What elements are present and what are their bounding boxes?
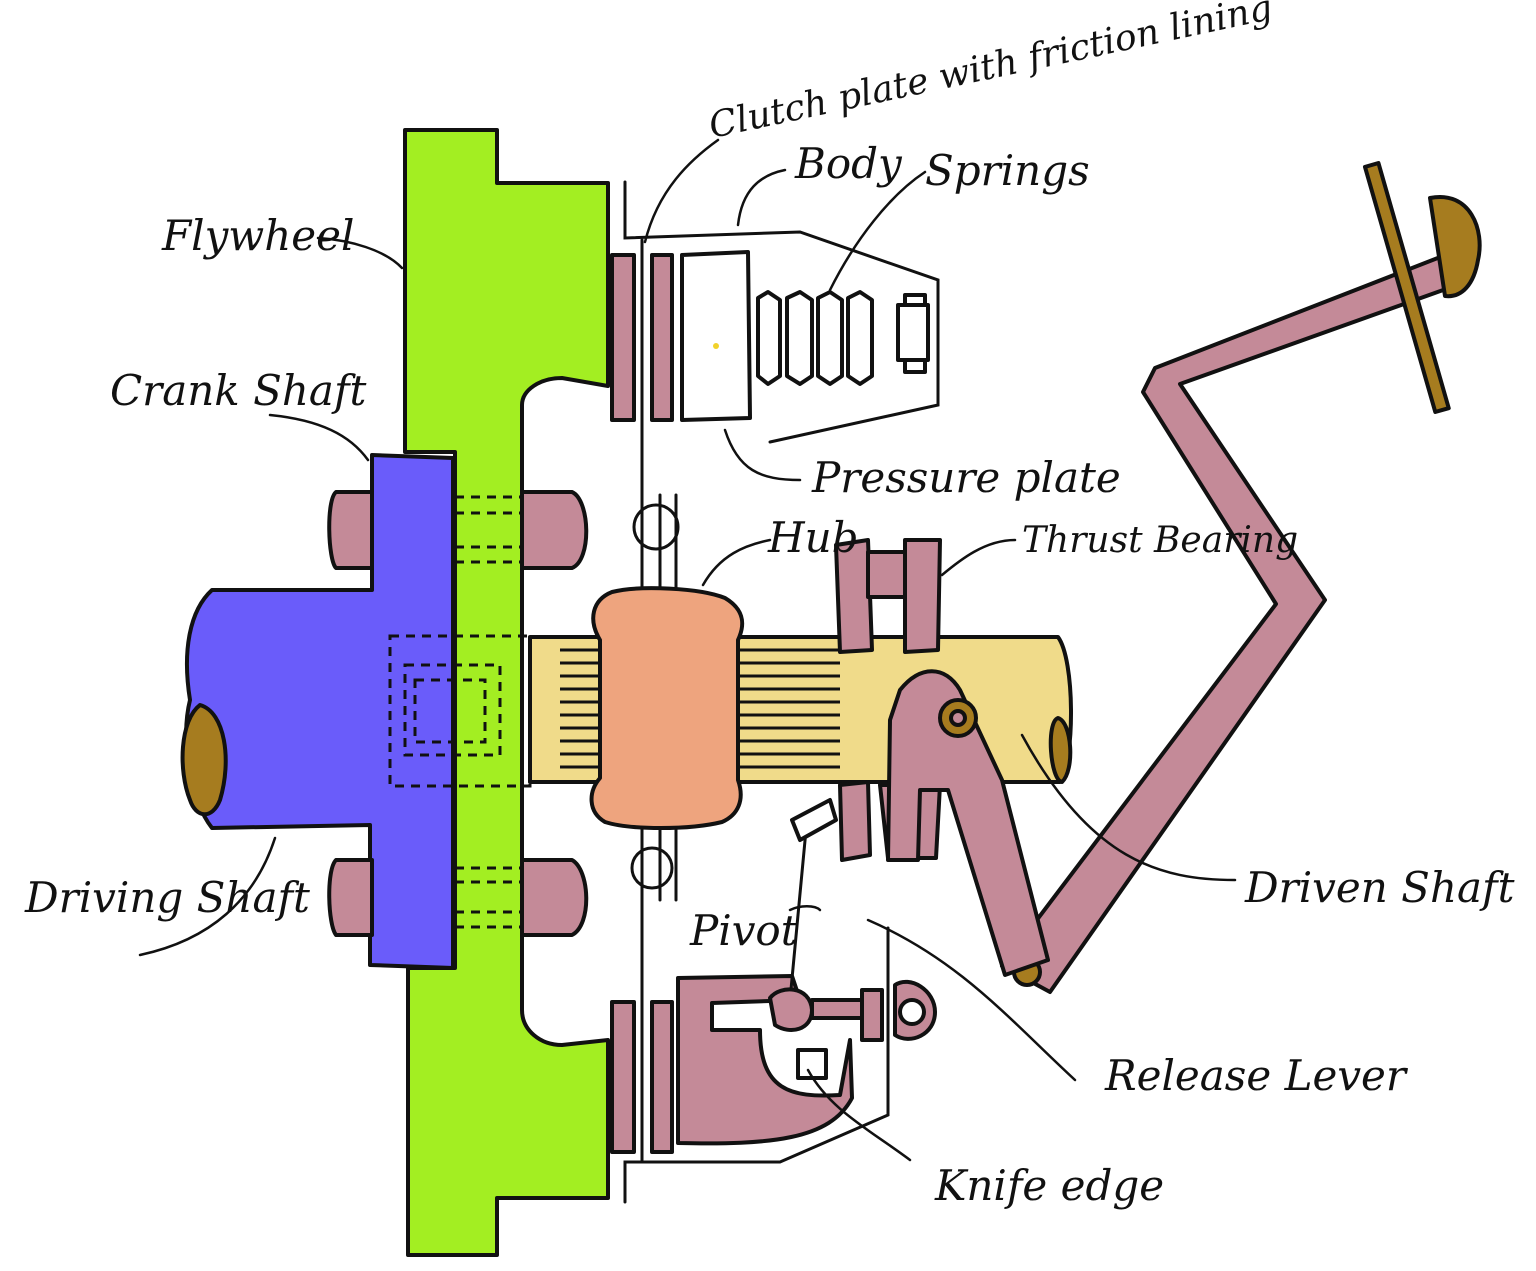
label-knife-edge: Knife edge <box>934 1161 1164 1210</box>
clutch-body-cover <box>623 180 940 444</box>
label-driving-shaft: Driving Shaft <box>24 873 310 922</box>
driving-shaft <box>184 453 455 970</box>
friction-lining-upper-left <box>610 253 636 422</box>
driven-shaft-end <box>1048 716 1073 784</box>
friction-lining-lower-right <box>650 1000 674 1154</box>
damper-spring-upper <box>632 503 680 551</box>
damper-spring-lower <box>630 846 674 890</box>
pressure-plate <box>680 250 752 422</box>
label-driven-shaft: Driven Shaft <box>1244 863 1515 912</box>
bolt-nut-lower-right <box>520 858 589 937</box>
release-lever-yoke <box>886 669 1050 977</box>
flywheel <box>403 128 610 1257</box>
bolt-head-upper-left <box>327 490 374 570</box>
label-flywheel: Flywheel <box>161 211 354 260</box>
pedal-foot-bar <box>1362 161 1451 415</box>
label-hub: Hub <box>767 513 859 562</box>
label-body: Body <box>794 139 903 188</box>
label-springs: Springs <box>925 146 1090 195</box>
label-release-lever: Release Lever <box>1104 1051 1409 1100</box>
label-pressure-plate: Pressure plate <box>811 453 1121 502</box>
pedal-foot-pad <box>1428 194 1482 299</box>
label-crank-shaft: Crank Shaft <box>110 366 367 415</box>
clutch-pedal <box>1000 161 1482 994</box>
label-pivot: Pivot <box>689 906 798 955</box>
label-thrust-bearing: Thrust Bearing <box>1022 520 1298 561</box>
bolt-head-lower-left <box>327 858 374 937</box>
friction-lining-lower-left <box>610 1000 636 1154</box>
pressure-plate-lower <box>676 974 854 1146</box>
friction-lining-upper-right <box>650 253 674 422</box>
springs <box>756 290 930 386</box>
release-lever-pivot <box>768 798 937 1042</box>
knife-edge-block <box>796 1048 828 1080</box>
hub <box>589 586 745 830</box>
label-clutch-plate: Clutch plate with friction lining <box>705 0 1276 147</box>
clutch-body-cover-lower <box>623 926 890 1204</box>
driving-shaft-end <box>180 703 228 817</box>
bolt-nut-upper-right <box>520 490 589 570</box>
